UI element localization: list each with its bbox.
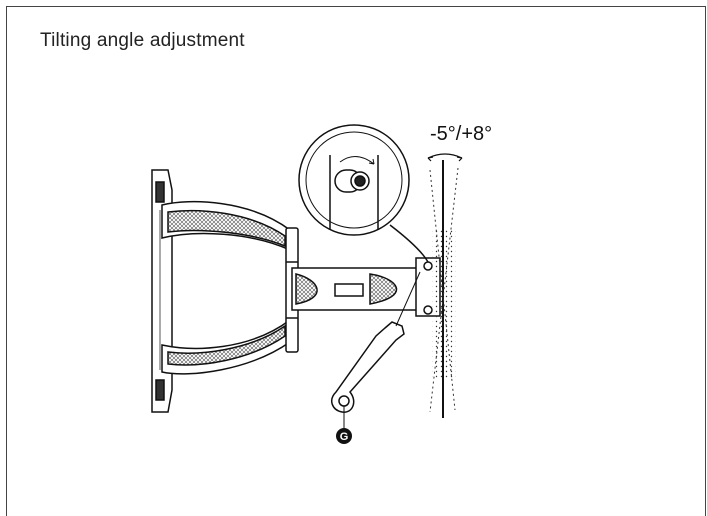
forearm-icon (291, 267, 419, 311)
tv-plate-icon (429, 160, 459, 418)
tilt-range-label: -5°/+8° (430, 123, 492, 145)
page-frame (6, 6, 706, 516)
marker-label: G (340, 431, 349, 443)
magnifier-icon (298, 124, 429, 263)
tilt-arc-icon (427, 153, 463, 162)
lower-arm-icon (161, 318, 291, 375)
page-title: Tilting angle adjustment (40, 30, 245, 51)
marker-g-icon: G (336, 406, 352, 444)
upper-arm-icon (161, 200, 291, 252)
